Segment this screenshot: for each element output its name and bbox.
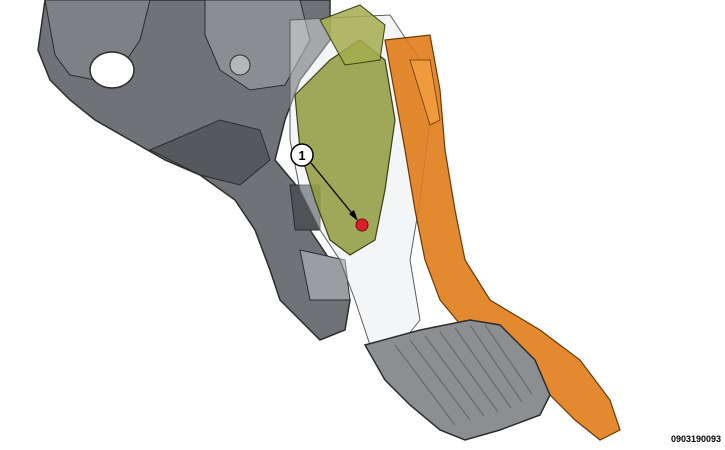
figure-id: 0903190093 bbox=[670, 434, 721, 444]
mounting-bracket bbox=[37, 0, 351, 341]
callout-arrowhead bbox=[349, 210, 358, 221]
callout-1: 1 bbox=[290, 143, 358, 221]
callout-circle bbox=[290, 143, 314, 167]
red-marked-point bbox=[355, 218, 369, 232]
callout-number: 1 bbox=[298, 148, 305, 163]
pedal-position-sensor bbox=[294, 4, 396, 256]
pedal-arm bbox=[384, 34, 621, 441]
callout-leader-line bbox=[310, 162, 356, 218]
bracket-hole bbox=[89, 51, 135, 89]
pedal-pad bbox=[363, 319, 551, 441]
